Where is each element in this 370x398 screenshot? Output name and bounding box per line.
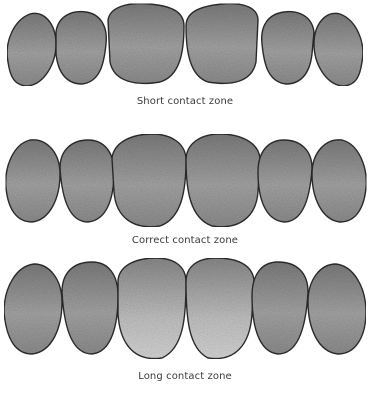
tooth-canine-right [308, 264, 366, 354]
caption-short-contact-zone: Short contact zone [0, 96, 370, 107]
tooth-lateral-left [60, 140, 114, 222]
tooth-canine-left [4, 264, 62, 354]
tooth-lateral-left [62, 262, 118, 354]
tooth-central-left [118, 258, 186, 359]
teeth-panel-correct [0, 134, 370, 234]
tooth-central-left [108, 4, 184, 84]
teeth-panel-long [0, 258, 370, 362]
tooth-central-right [186, 134, 260, 227]
tooth-canine-left [7, 13, 56, 86]
tooth-canine-left [6, 140, 60, 222]
tooth-lateral-right [262, 12, 314, 84]
teeth-illustration-correct [0, 134, 370, 234]
teeth-illustration-short [0, 2, 370, 94]
tooth-central-left [112, 134, 186, 227]
tooth-lateral-left [56, 12, 106, 84]
teeth-illustration-long [0, 258, 370, 362]
teeth-panel-short [0, 2, 370, 94]
caption-correct-contact-zone: Correct contact zone [0, 235, 370, 246]
tooth-lateral-right [258, 140, 312, 222]
tooth-central-right [186, 4, 258, 84]
tooth-central-right [186, 258, 254, 359]
tooth-canine-right [312, 140, 366, 222]
caption-long-contact-zone: Long contact zone [0, 371, 370, 382]
tooth-canine-right [314, 13, 363, 86]
tooth-lateral-right [252, 262, 308, 354]
